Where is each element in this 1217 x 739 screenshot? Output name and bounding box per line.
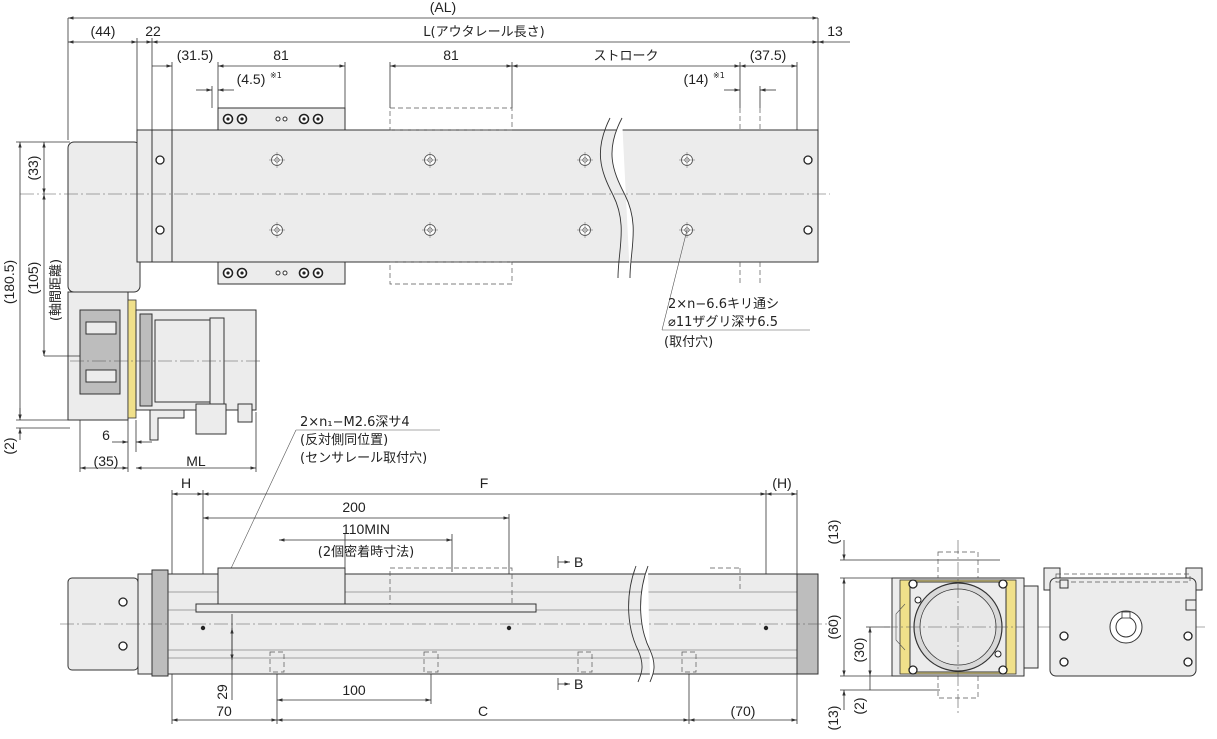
section-mark-top: B — [574, 554, 583, 570]
dim-stroke: ストローク — [593, 49, 658, 64]
dim-200: 200 — [342, 499, 366, 515]
callout-mount-line-1: 2×n−6.6キリ通シ — [668, 297, 779, 312]
side-view: H F (H) 200 110MIN (2個密着時寸法) B B 29 100 … — [60, 475, 832, 724]
dim-13-top: (13) — [825, 520, 841, 545]
dim-29: 29 — [214, 684, 230, 700]
note-mark-1: ※1 — [270, 71, 282, 80]
dim-13: 13 — [827, 23, 843, 39]
dim-h: H — [181, 475, 191, 491]
section-mark-bottom: B — [574, 676, 583, 692]
dim-13-bottom: (13) — [825, 706, 841, 731]
dim-81-a: 81 — [273, 47, 289, 63]
dim-180-5: (180.5) — [1, 260, 17, 304]
dim-70: 70 — [216, 703, 232, 719]
dim-33: (33) — [25, 156, 41, 181]
dim-60: (60) — [825, 615, 841, 640]
dim-ml: ML — [186, 453, 206, 469]
note-mark-2: ※1 — [713, 71, 725, 80]
end-view: (13) (60) (30) (2) (13) — [825, 520, 1205, 731]
dim-44: (44) — [91, 23, 116, 39]
dim-close-contact: (2個密着時寸法) — [318, 544, 414, 560]
dim-l-outer-rail: L(アウタレール長さ) — [423, 25, 544, 40]
dim-axis-distance: (軸間距離) — [49, 259, 64, 321]
callout-mount-line-3: (取付穴) — [664, 335, 713, 350]
callout-mount-line-2: ⌀11ザグリ深サ6.5 — [668, 315, 778, 330]
dim-2-end: (2) — [851, 697, 867, 714]
dim-37-5: (37.5) — [750, 47, 787, 63]
dim-h-paren: (H) — [772, 475, 791, 491]
dim-al: (AL) — [430, 0, 456, 15]
callout-sensor-line-1: 2×n₁−M2.6深サ4 — [300, 415, 410, 430]
dim-110min: 110MIN — [342, 521, 390, 537]
dim-22: 22 — [145, 23, 161, 39]
dim-6: 6 — [102, 427, 110, 443]
callout-sensor-line-2: (反対側同位置) — [300, 433, 388, 448]
dim-4-5: (4.5) — [237, 71, 266, 87]
top-view: (AL) (44) 22 L(アウタレール長さ) 13 (31.5) 81 81… — [1, 0, 850, 629]
dim-100: 100 — [342, 682, 366, 698]
dim-70-paren: (70) — [731, 703, 756, 719]
dim-35: (35) — [94, 453, 119, 469]
dim-f: F — [480, 475, 489, 491]
dim-2: (2) — [1, 437, 17, 454]
dim-14: (14) — [684, 71, 709, 87]
callout-sensor-line-3: (センサレール取付穴) — [300, 451, 427, 466]
dim-81-b: 81 — [443, 47, 459, 63]
dim-105: (105) — [25, 262, 41, 295]
dim-c: C — [478, 703, 488, 719]
dim-31-5: (31.5) — [177, 47, 214, 63]
dim-30: (30) — [851, 638, 867, 663]
